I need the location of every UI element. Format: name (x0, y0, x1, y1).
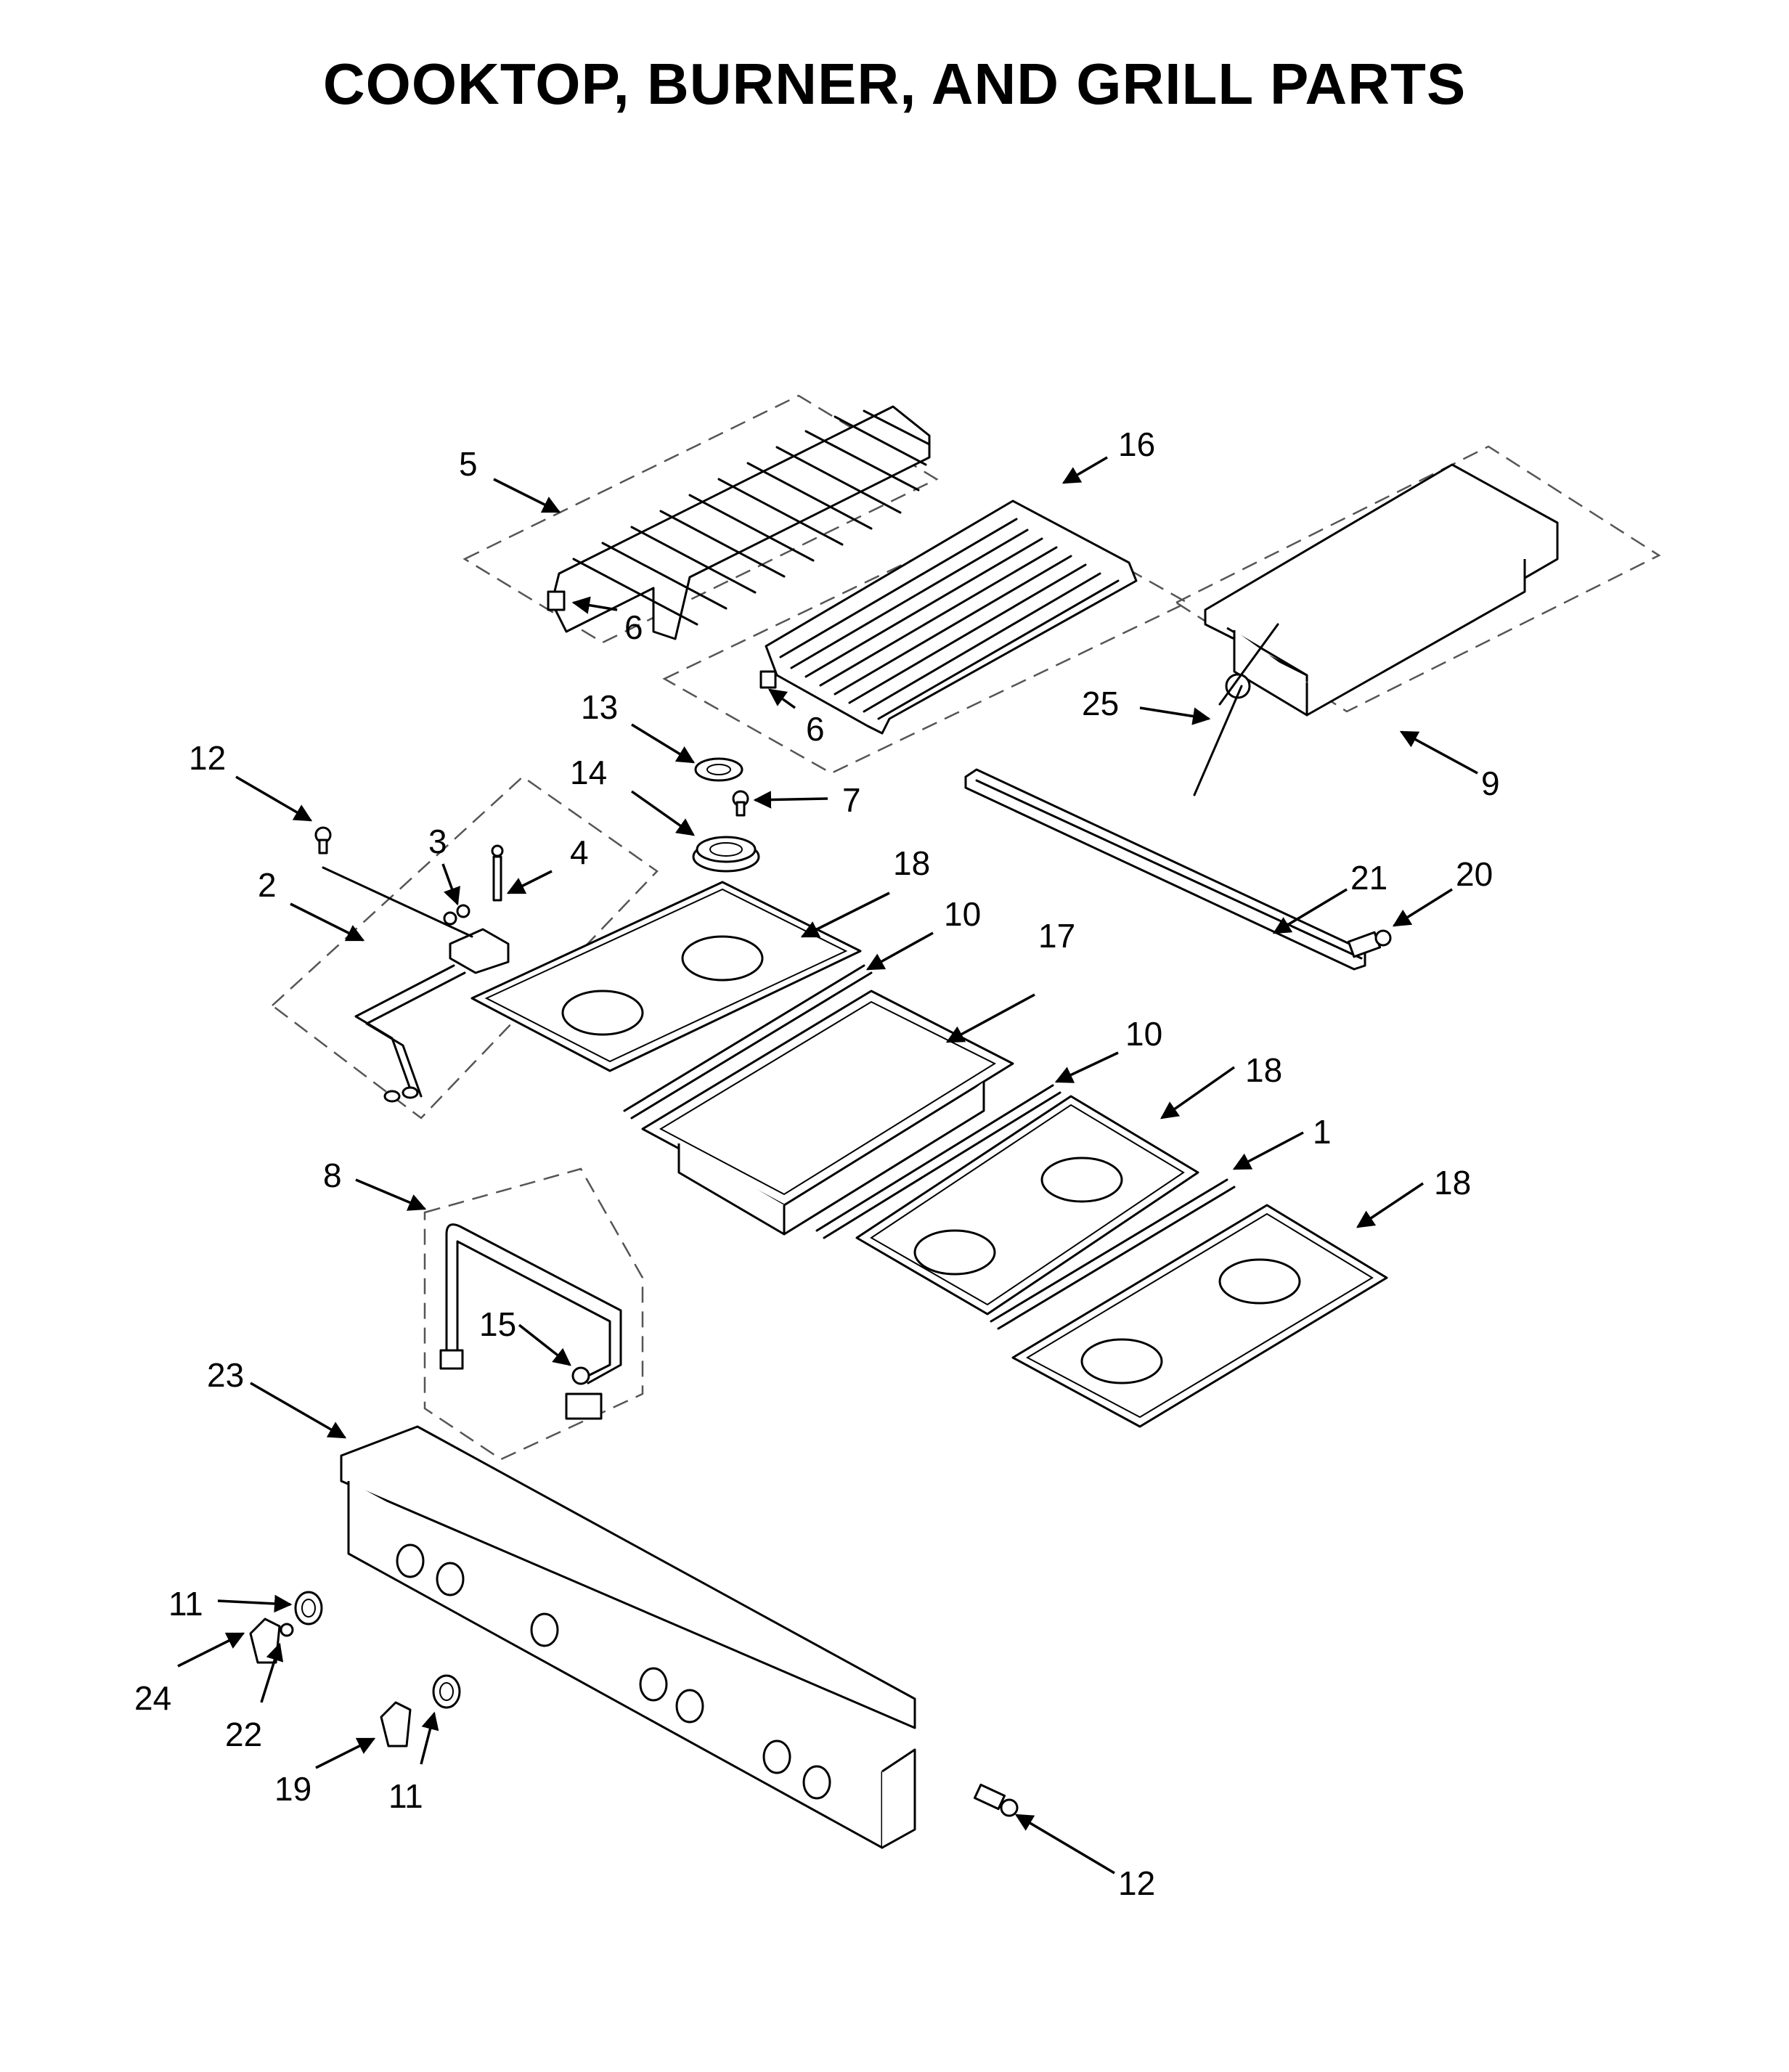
callout-4: 4 (570, 833, 589, 871)
screw-part-12-top (314, 826, 332, 855)
callout-17: 17 (1038, 917, 1075, 955)
burner-tray-part-b (855, 1095, 1199, 1316)
callout-14: 14 (570, 754, 607, 791)
screw-part-12-bottom (973, 1783, 1019, 1817)
callout-2: 2 (258, 866, 277, 904)
grate-assembly-outline (271, 394, 1661, 1461)
callout-11-bottom: 11 (388, 1777, 423, 1815)
callout-18-a: 18 (893, 844, 930, 882)
grill-grate-part (759, 499, 1138, 735)
callout-13: 13 (581, 688, 618, 726)
callout-15: 15 (479, 1305, 516, 1343)
callout-6-upper: 6 (624, 608, 643, 646)
burner-cap-part (694, 757, 743, 782)
bezel-part-11-top (294, 1591, 323, 1626)
orifice-part-3 (443, 904, 470, 926)
callout-arrows (177, 456, 1478, 1875)
callout-1: 1 (1313, 1113, 1332, 1151)
callout-6-lower: 6 (806, 710, 825, 748)
callout-9: 9 (1481, 764, 1500, 802)
callout-22: 22 (225, 1716, 262, 1753)
callout-3: 3 (428, 823, 447, 860)
gasket-part-1 (990, 1178, 1236, 1330)
callout-16: 16 (1118, 425, 1155, 463)
electrode-part-4 (491, 844, 504, 902)
callout-21: 21 (1350, 859, 1387, 897)
callout-25: 25 (1082, 685, 1119, 722)
gasket-part-10b (815, 1084, 1061, 1239)
grill-pan-part (641, 990, 1014, 1236)
callout-18-c: 18 (1434, 1164, 1471, 1202)
burner-head-part (692, 836, 760, 873)
knob-part-19 (380, 1701, 412, 1747)
control-panel-part (340, 1425, 916, 1849)
callout-7: 7 (842, 781, 861, 819)
trim-strip-part (964, 768, 1366, 971)
callout-5: 5 (459, 445, 478, 483)
burner-grate-part (547, 405, 931, 640)
grill-unit-part (1193, 463, 1559, 796)
callout-23: 23 (207, 1356, 244, 1394)
callout-12-bottom: 12 (1118, 1864, 1155, 1902)
callout-24: 24 (134, 1679, 171, 1717)
callout-8: 8 (323, 1157, 342, 1194)
callout-10-b: 10 (1125, 1015, 1162, 1053)
callout-10-a: 10 (944, 895, 981, 933)
callout-19: 19 (274, 1770, 311, 1808)
screw-part-20 (1347, 929, 1392, 958)
gasket-part-10a (623, 964, 873, 1119)
callout-labels: 5 16 6 6 13 14 7 25 9 12 3 4 2 18 10 17 … (134, 425, 1500, 1902)
valve-part-15 (565, 1366, 603, 1420)
screw-part-22 (280, 1623, 294, 1637)
bezel-part-11-bottom (432, 1674, 461, 1709)
screw-part-7 (732, 790, 749, 817)
callout-12-top: 12 (189, 739, 226, 777)
page-title: COOKTOP, BURNER, AND GRILL PARTS (322, 52, 1467, 116)
callout-18-b: 18 (1245, 1051, 1282, 1089)
burner-tray-part-c (1011, 1204, 1388, 1428)
burner-tray-part-a (470, 881, 862, 1072)
callout-20: 20 (1456, 855, 1493, 893)
callout-11-top: 11 (168, 1585, 203, 1623)
gas-tube-part (439, 1223, 622, 1384)
burner-base-part (322, 866, 510, 1103)
